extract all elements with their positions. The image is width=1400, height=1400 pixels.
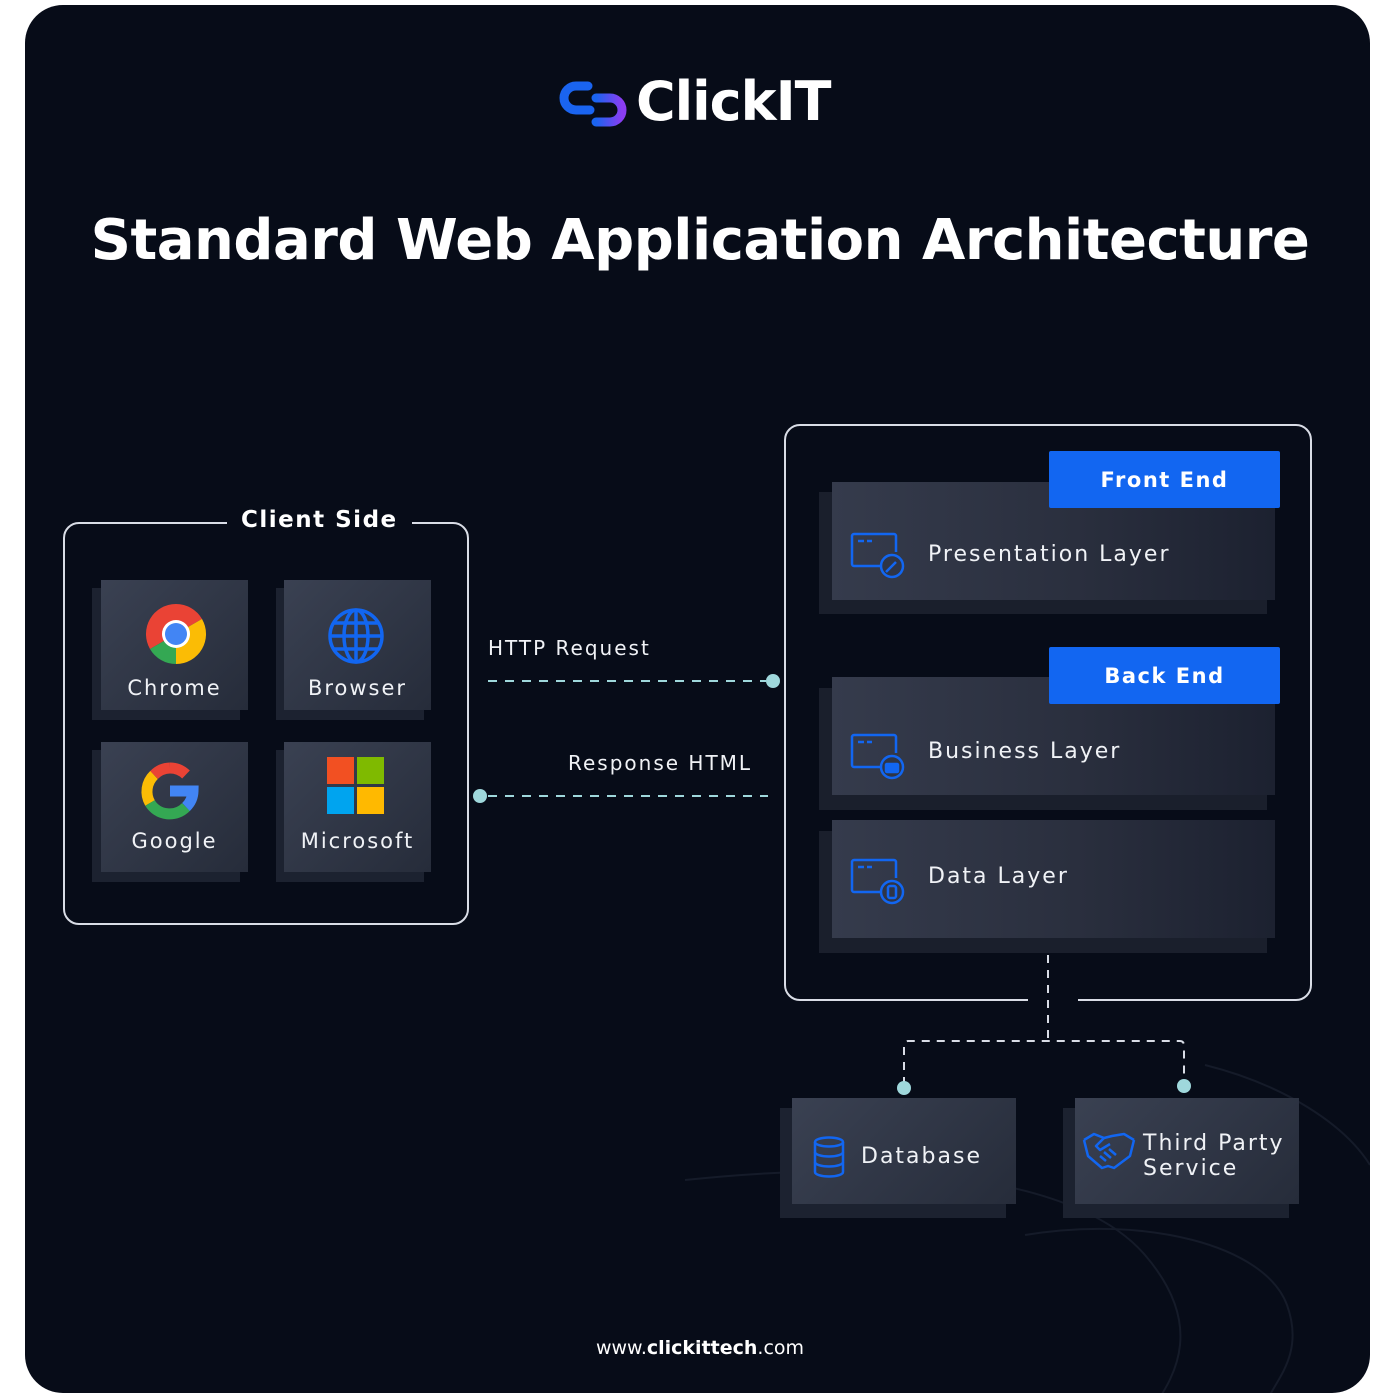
response-html-label: Response HTML (568, 751, 753, 775)
database-endpoint (897, 1081, 911, 1095)
client-item-label: Google (131, 829, 218, 853)
clickit-link-icon (559, 81, 627, 127)
panel-border-gap (1028, 990, 1078, 1004)
service-label-line2: Service (1143, 1156, 1239, 1181)
website-prefix: www. (595, 1337, 647, 1359)
service-database: Database (792, 1098, 1016, 1204)
window-database-icon (850, 858, 905, 905)
response-endpoint (473, 789, 487, 803)
website-suffix: .com (757, 1337, 805, 1359)
globe-icon (328, 608, 384, 664)
layer-label: Business Layer (928, 739, 1122, 764)
page-title: Standard Web Application Architecture (90, 208, 1310, 273)
window-briefcase-icon (850, 733, 905, 780)
client-item-microsoft: Microsoft (284, 742, 431, 872)
service-third-party: Third Party Service (1075, 1098, 1299, 1204)
window-edit-icon (850, 532, 905, 579)
database-icon (813, 1136, 845, 1178)
layer-data: Data Layer (832, 820, 1275, 938)
http-request-label: HTTP Request (488, 636, 651, 660)
layer-label: Presentation Layer (928, 542, 1171, 567)
google-icon (141, 762, 199, 820)
front-end-badge: Front End (1049, 451, 1280, 508)
client-item-label: Microsoft (300, 829, 415, 853)
flow-connectors (473, 674, 780, 803)
handshake-icon (1082, 1132, 1136, 1170)
request-endpoint (766, 674, 780, 688)
brand-name: ClickIT (636, 70, 831, 133)
service-label-line1: Third Party (1143, 1131, 1285, 1156)
service-label: Database (861, 1144, 982, 1169)
client-side-title: Client Side (227, 505, 412, 535)
chrome-icon (145, 604, 207, 664)
footer-website: www.clickittech.com (0, 1337, 1400, 1359)
client-item-label: Chrome (127, 676, 222, 700)
services-connector (897, 955, 1191, 1095)
client-item-google: Google (101, 742, 248, 872)
third-party-endpoint (1177, 1079, 1191, 1093)
client-item-browser: Browser (284, 580, 431, 710)
back-end-badge: Back End (1049, 647, 1280, 704)
client-item-chrome: Chrome (101, 580, 248, 710)
brand-logo: ClickIT (558, 72, 831, 132)
website-domain: clickittech (646, 1337, 758, 1359)
microsoft-icon (327, 757, 384, 814)
layer-label: Data Layer (928, 864, 1069, 889)
client-item-label: Browser (307, 676, 408, 700)
